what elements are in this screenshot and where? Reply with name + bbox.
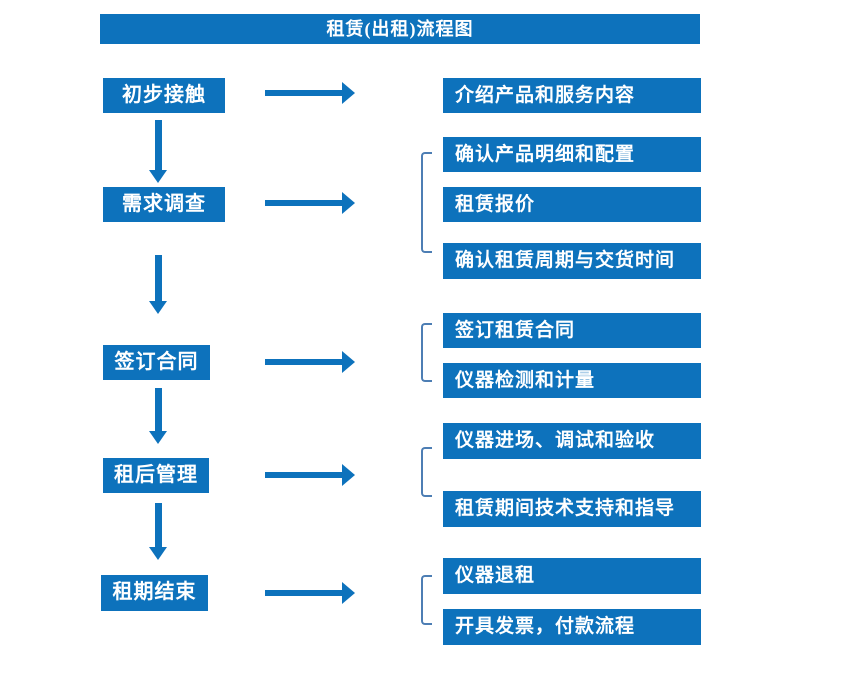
right-arrow-head-icon bbox=[342, 82, 355, 104]
step-box-initial-contact: 初步接触 bbox=[103, 78, 225, 113]
step-box-demand-survey: 需求调查 bbox=[103, 187, 225, 222]
down-arrow-head-icon bbox=[149, 547, 167, 560]
down-arrow-shaft bbox=[155, 120, 162, 170]
down-arrow-shaft bbox=[155, 388, 162, 431]
right-arrow-head-icon bbox=[342, 192, 355, 214]
right-arrow-shaft bbox=[265, 90, 342, 96]
detail-box-confirm-period-delivery: 确认租赁周期与交货时间 bbox=[443, 243, 701, 279]
detail-box-sign-rental-contract: 签订租赁合同 bbox=[443, 313, 701, 348]
down-arrow-shaft bbox=[155, 255, 162, 301]
detail-box-instrument-return: 仪器退租 bbox=[443, 558, 701, 594]
right-arrow-shaft bbox=[265, 200, 342, 206]
detail-box-rental-quotation: 租赁报价 bbox=[443, 187, 701, 222]
detail-box-instrument-setup-acceptance: 仪器进场、调试和验收 bbox=[443, 423, 701, 459]
detail-group-bracket-sign-contract bbox=[421, 323, 432, 382]
detail-box-invoice-payment: 开具发票，付款流程 bbox=[443, 609, 701, 645]
step-box-post-rental-management: 租后管理 bbox=[103, 458, 209, 493]
step-box-rental-end: 租期结束 bbox=[101, 575, 208, 611]
step-box-sign-contract: 签订合同 bbox=[103, 345, 210, 380]
diagram-title: 租赁(出租)流程图 bbox=[100, 14, 700, 44]
detail-box-tech-support: 租赁期间技术支持和指导 bbox=[443, 491, 701, 527]
detail-group-bracket-demand-survey bbox=[421, 152, 432, 253]
detail-box-confirm-product-config: 确认产品明细和配置 bbox=[443, 137, 701, 172]
right-arrow-head-icon bbox=[342, 351, 355, 373]
right-arrow-shaft bbox=[265, 472, 342, 478]
right-arrow-head-icon bbox=[342, 464, 355, 486]
detail-box-introduce-products: 介绍产品和服务内容 bbox=[443, 78, 701, 113]
detail-group-bracket-rental-end bbox=[421, 575, 432, 625]
down-arrow-head-icon bbox=[149, 170, 167, 183]
detail-box-instrument-inspection: 仪器检测和计量 bbox=[443, 363, 701, 398]
down-arrow-head-icon bbox=[149, 301, 167, 314]
detail-group-bracket-post-rental bbox=[421, 447, 432, 497]
right-arrow-head-icon bbox=[342, 582, 355, 604]
right-arrow-shaft bbox=[265, 590, 342, 596]
down-arrow-shaft bbox=[155, 503, 162, 547]
right-arrow-shaft bbox=[265, 359, 342, 365]
down-arrow-head-icon bbox=[149, 431, 167, 444]
